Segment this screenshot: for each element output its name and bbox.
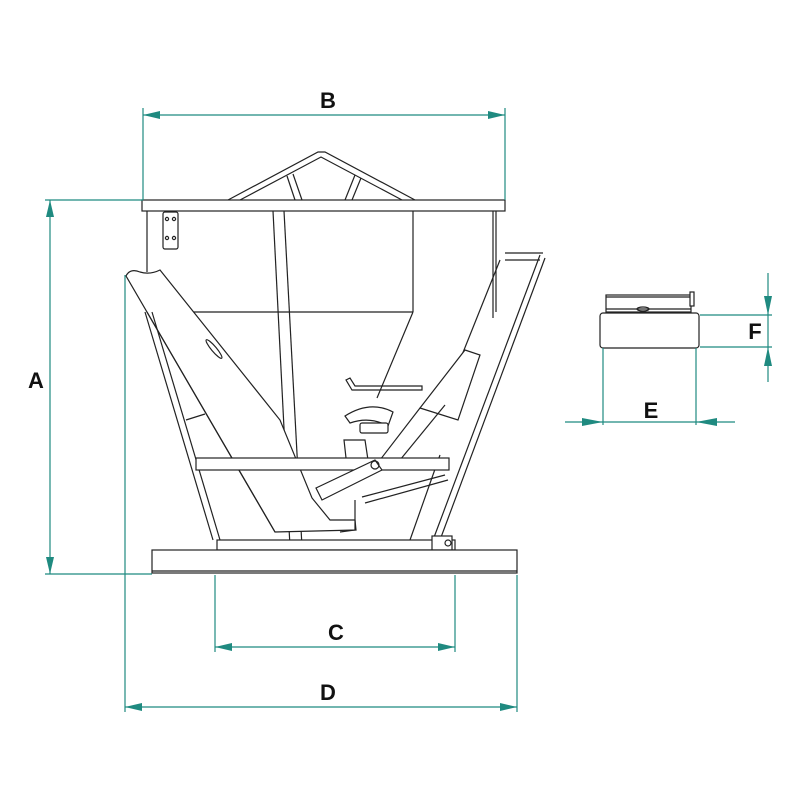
- dimension-lines: [45, 108, 772, 712]
- bucket-part-small-view: [599, 291, 700, 349]
- dimension-label-d: D: [320, 680, 336, 705]
- concrete-bucket-side-view: [125, 151, 546, 574]
- dimension-label-e: E: [644, 398, 659, 423]
- dimension-label-c: C: [328, 620, 344, 645]
- dimension-label-a: A: [28, 368, 44, 393]
- dimension-label-f: F: [748, 319, 761, 344]
- dimension-label-b: B: [320, 88, 336, 113]
